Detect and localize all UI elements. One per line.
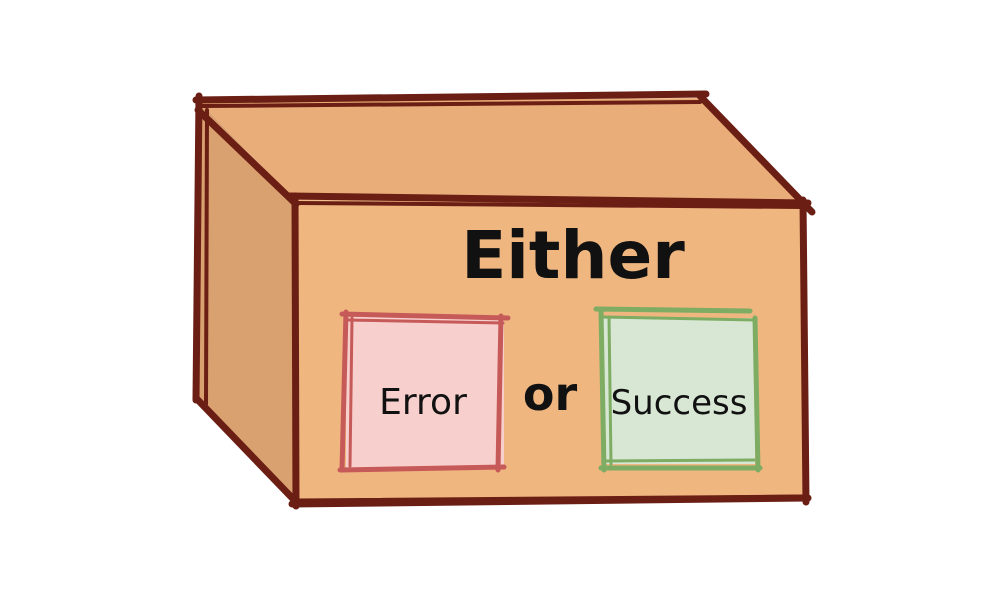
success-box-fill bbox=[603, 318, 755, 464]
box-outline bbox=[192, 90, 816, 510]
or-connector: or bbox=[523, 367, 578, 421]
box-side-face bbox=[198, 102, 296, 503]
error-option: Error bbox=[337, 309, 511, 473]
box-title: Either bbox=[461, 217, 685, 294]
success-option: Success bbox=[593, 306, 763, 473]
box-top-face bbox=[200, 98, 806, 204]
success-label: Success bbox=[611, 383, 748, 423]
error-box-fill bbox=[346, 317, 504, 468]
error-label: Error bbox=[379, 382, 467, 423]
error-box-outline bbox=[337, 309, 511, 473]
success-box-outline bbox=[593, 306, 763, 473]
